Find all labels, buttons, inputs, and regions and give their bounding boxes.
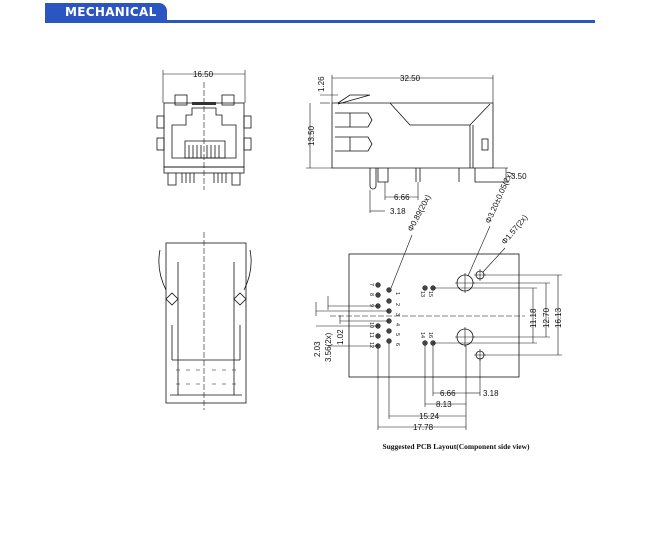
dim-pin-offset: 3.18: [390, 207, 406, 216]
pin-number-label: 6: [394, 343, 400, 346]
drawing-line: [422, 340, 428, 346]
side-view: 32.50 1.26 13.50 3.50 6.66 3.18: [306, 74, 527, 216]
dim-3-18: 3.18: [483, 389, 499, 398]
pcb-caption: Suggested PCB Layout(Component side view…: [382, 442, 530, 451]
pin-number-label: 16: [427, 332, 433, 338]
drawing-line: [184, 140, 226, 159]
dim-length: 32.50: [400, 74, 421, 83]
pin-number-label: 15: [427, 291, 433, 297]
pin-number-label: 11: [368, 332, 374, 338]
pin-number-label: 4: [394, 323, 400, 326]
pcb-layout: 1 2 3 4 5 6 7 8 9 10 11 12 13 14 15 16 Φ…: [313, 170, 563, 451]
drawing-line: [433, 274, 562, 356]
dim-3-56: 3.56(2x): [324, 332, 333, 362]
drawing-line: [377, 343, 481, 430]
drawing-line: [386, 338, 392, 344]
drawing-line: [375, 292, 381, 298]
drawing-line: [176, 369, 236, 385]
dim-pin-length: 3.50: [511, 172, 527, 181]
drawing-line: [375, 282, 381, 288]
signal-pins: [375, 282, 436, 349]
drawing-line: [167, 173, 241, 186]
dim-top: 1.26: [317, 76, 326, 92]
dim-1-02: 1.02: [336, 329, 345, 345]
drawing-line: [386, 298, 392, 304]
pin-number-label: 12: [368, 342, 374, 348]
drawing-line: [467, 225, 491, 277]
drawing-line: [348, 253, 520, 378]
drawing-line: [389, 102, 491, 168]
pin-number-label: 1: [394, 292, 400, 295]
drawing-line: [243, 137, 252, 151]
dim-12-70: 12.70: [542, 307, 551, 328]
section-title: MECHANICAL: [65, 5, 157, 19]
drawing-line: [174, 94, 188, 106]
drawing-line: [171, 107, 237, 159]
label-hole-small: Φ0.89(20x): [406, 193, 433, 233]
dim-width: 16.50: [193, 70, 214, 79]
drawing-line: [474, 269, 486, 361]
dim-17-78: 17.78: [413, 423, 434, 432]
dim-16-13: 16.13: [554, 307, 563, 328]
front-view: 16.50: [156, 70, 252, 190]
bottom-view: [158, 232, 252, 410]
mounting-holes: [455, 269, 486, 361]
section-tab: MECHANICAL: [45, 3, 167, 22]
drawing-line: [369, 168, 508, 190]
dim-6-66: 6.66: [440, 389, 456, 398]
dim-height: 13.50: [307, 125, 316, 146]
dim-11-18: 11.18: [529, 308, 538, 328]
pin-number-label: 10: [368, 322, 374, 328]
dim-pin-spacing: 6.66: [394, 193, 410, 202]
pin-number-label: 9: [368, 304, 374, 307]
drawing-line: [163, 166, 245, 174]
dim-8-13: 8.13: [436, 400, 452, 409]
drawing-line: [335, 112, 373, 152]
pin-number-label: 5: [394, 333, 400, 336]
pin-number-label: 2: [394, 303, 400, 306]
drawing-line: [221, 94, 235, 106]
pin-number-label: 14: [419, 332, 425, 338]
section-divider: [45, 20, 595, 23]
pin-number-label: 3: [394, 313, 400, 316]
drawing-line: [481, 138, 489, 151]
drawing-line: [386, 287, 392, 293]
pin-number-label: 7: [368, 283, 374, 286]
pin-number-label: 8: [368, 293, 374, 296]
label-hole-mount: Φ1.57(2x): [500, 213, 530, 246]
drawing-line: [337, 94, 371, 105]
drawing-line: [156, 137, 165, 151]
drawing-line: [192, 102, 216, 105]
drawing-line: [170, 325, 242, 396]
drawing-line: [482, 247, 506, 273]
drawing-line: [158, 249, 252, 291]
drawing-line: [455, 273, 475, 347]
dim-2-03: 2.03: [313, 341, 322, 357]
pin-number-label: 13: [419, 291, 425, 297]
drawing-line: [375, 333, 381, 339]
drawing-line: [156, 115, 165, 129]
drawing-line: [165, 242, 247, 404]
drawing-line: [243, 115, 252, 129]
drawing-line: [390, 234, 413, 289]
drawing-line: [316, 305, 389, 347]
drawing-line: [422, 285, 428, 291]
label-hole-large: Φ3.20±0.05(2x): [484, 170, 515, 225]
drawing-line: [386, 328, 392, 334]
pin-numbers: 1 2 3 4 5 6 7 8 9 10 11 12 13 14 15 16: [368, 283, 433, 348]
dim-15-24: 15.24: [419, 412, 440, 421]
